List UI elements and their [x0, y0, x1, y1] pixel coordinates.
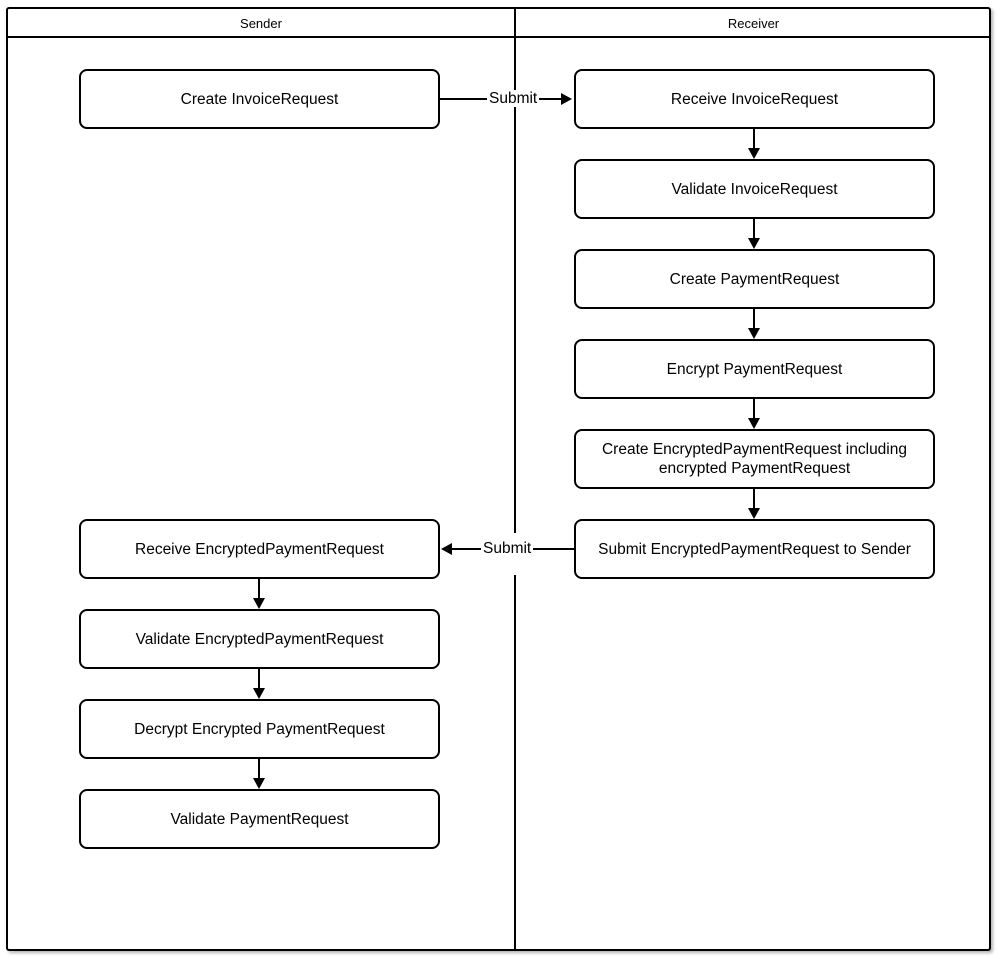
- node-submit-encryptedpaymentrequest-to-sender[interactable]: Submit EncryptedPaymentRequest to Sender: [574, 519, 935, 579]
- lane-header-band: Sender Receiver: [8, 9, 989, 38]
- node-create-encryptedpaymentrequest[interactable]: Create EncryptedPaymentRequest including…: [574, 429, 935, 489]
- arrowhead-n8-n9-icon: [253, 598, 265, 609]
- lane-divider-lower: [514, 575, 516, 951]
- edge-label-submit-to-receiver: Submit: [487, 90, 540, 107]
- connector-n9-n10: [258, 669, 260, 691]
- lane-header-receiver: Receiver: [727, 16, 780, 31]
- arrowhead-n9-n10-icon: [253, 688, 265, 699]
- connector-n8-n9: [258, 579, 260, 601]
- connector-n10-n11: [258, 759, 260, 781]
- node-create-paymentrequest[interactable]: Create PaymentRequest: [574, 249, 935, 309]
- connector-n3-n4: [753, 219, 755, 241]
- connector-n2-n3: [753, 129, 755, 151]
- node-validate-encryptedpaymentrequest[interactable]: Validate EncryptedPaymentRequest: [79, 609, 440, 669]
- arrowhead-n10-n11-icon: [253, 778, 265, 789]
- edge-label-submit-to-sender: Submit: [481, 540, 534, 557]
- arrowhead-n4-n5-icon: [748, 328, 760, 339]
- arrowhead-n1-n2-icon: [561, 93, 572, 105]
- node-encrypt-paymentrequest[interactable]: Encrypt PaymentRequest: [574, 339, 935, 399]
- node-receive-encryptedpaymentrequest[interactable]: Receive EncryptedPaymentRequest: [79, 519, 440, 579]
- arrowhead-n5-n6-icon: [748, 418, 760, 429]
- node-decrypt-encrypted-paymentrequest[interactable]: Decrypt Encrypted PaymentRequest: [79, 699, 440, 759]
- arrowhead-n3-n4-icon: [748, 238, 760, 249]
- node-validate-paymentrequest[interactable]: Validate PaymentRequest: [79, 789, 440, 849]
- connector-n6-n7: [753, 489, 755, 511]
- node-validate-invoicerequest[interactable]: Validate InvoiceRequest: [574, 159, 935, 219]
- connector-n4-n5: [753, 309, 755, 331]
- connector-n5-n6: [753, 399, 755, 421]
- arrowhead-n2-n3-icon: [748, 148, 760, 159]
- arrowhead-n6-n7-icon: [748, 508, 760, 519]
- node-create-invoicerequest[interactable]: Create InvoiceRequest: [79, 69, 440, 129]
- lane-divider-upper: [514, 9, 516, 533]
- arrowhead-n7-n8-icon: [441, 543, 452, 555]
- node-receive-invoicerequest[interactable]: Receive InvoiceRequest: [574, 69, 935, 129]
- lane-header-sender: Sender: [240, 16, 282, 31]
